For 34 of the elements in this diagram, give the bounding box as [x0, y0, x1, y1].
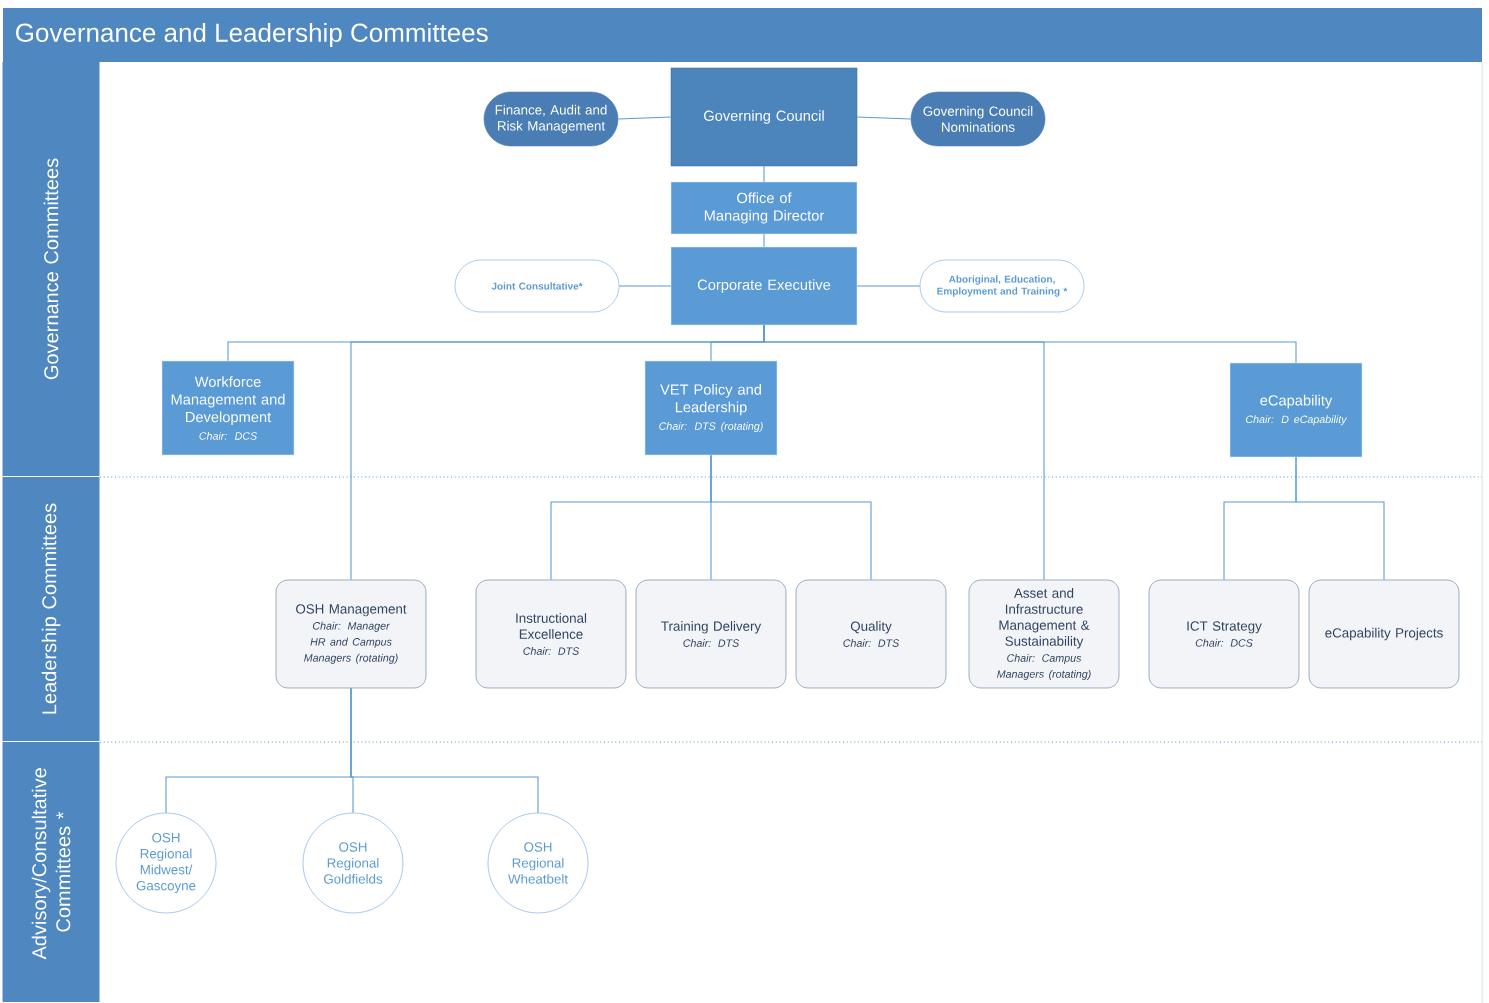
committee-box: Instructional Excellence Chair: DTS — [475, 579, 627, 689]
connector-line — [710, 454, 872, 581]
connector-line — [856, 285, 921, 287]
title-bar: Governance and Leadership Committees — [3, 8, 1482, 62]
connector-line — [856, 116, 912, 120]
committee-box: eCapability Projects — [1308, 579, 1460, 689]
committee-box: Governing Council — [670, 67, 858, 167]
committee-box: Workforce Management and Development Chair: DCS — [161, 360, 295, 456]
committee-pill: Joint Consultative* — [454, 259, 620, 313]
committee-pill: Aboriginal, Education, Employment and Training * — [919, 259, 1085, 313]
connector-line — [617, 116, 672, 120]
committee-box: ICT Strategy Chair: DCS — [1148, 579, 1300, 689]
committee-box: Training Delivery Chair: DTS — [635, 579, 787, 689]
committee-box: Corporate Executive — [670, 246, 858, 326]
committee-box: eCapability Chair: D eCapability — [1229, 362, 1363, 458]
connector-line — [763, 165, 765, 183]
connector-line — [618, 285, 672, 287]
committee-box: Asset and Infrastructure Management & Sustainability Chair: Campus Managers (rotating) — [968, 579, 1120, 689]
node-label: Leadership Committees — [41, 503, 61, 714]
committee-box: OSH Management Chair: Manager HR and Campus Managers (rotating) — [275, 579, 427, 689]
committee-box: Office of Managing Director — [670, 181, 858, 235]
connector-line — [763, 324, 1297, 364]
node-label: Advisory/Consultative Committees * — [31, 768, 71, 960]
committee-pill: Governing Council Nominations — [910, 91, 1046, 147]
committee-box: Quality Chair: DTS — [795, 579, 947, 689]
committee-pill: Finance, Audit and Risk Management — [483, 91, 619, 147]
connector-line — [350, 687, 539, 814]
connector-line — [1295, 456, 1385, 581]
section-band: Governance Committees — [2, 62, 100, 476]
node-label: Governance Committees — [43, 158, 59, 380]
section-band: Advisory/Consultative Committees * — [2, 742, 100, 1002]
committee-box: VET Policy and Leadership Chair: DTS (rotating) — [644, 360, 778, 456]
section-band: Leadership Committees — [2, 477, 100, 741]
connector-line — [763, 233, 765, 248]
